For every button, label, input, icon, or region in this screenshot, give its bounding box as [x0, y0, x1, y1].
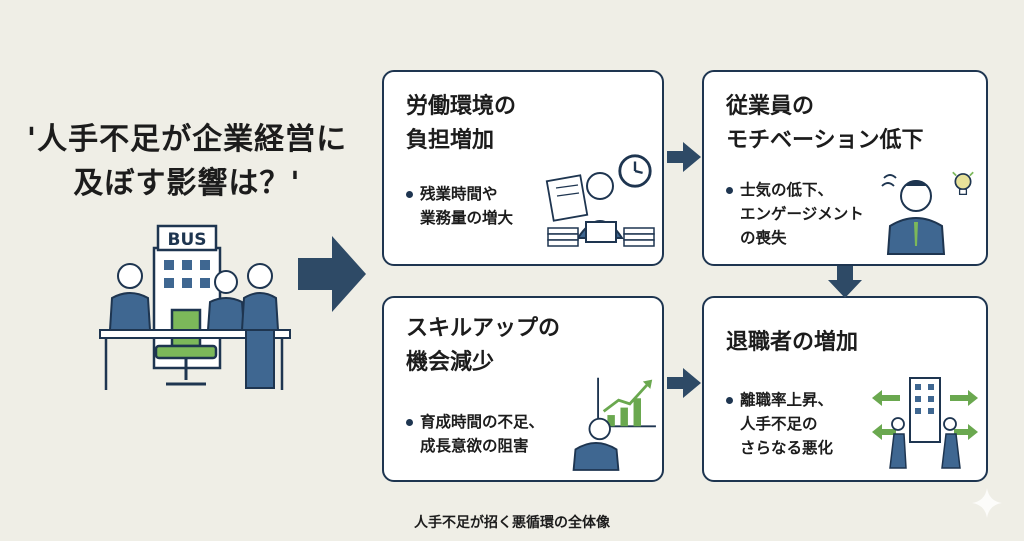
- card-skill-up: スキルアップの 機会減少 育成時間の不足、 成長意欲の阻害: [382, 296, 664, 482]
- card-title: スキルアップの 機会減少: [406, 316, 561, 375]
- office-scene-illustration: BUS: [99, 224, 291, 390]
- diagram-caption: 人手不足が招く悪循環の全体像: [414, 515, 610, 531]
- card-title: 退職者の増加: [726, 330, 859, 355]
- card-labor-burden: 労働環境の 負担増加 残業時間や 業務量の増大: [382, 70, 664, 266]
- sparkle-icon: [972, 488, 1002, 518]
- diagram-title: '人手不足が企業経営に 及ぼす影響は？': [26, 122, 348, 201]
- arrow-right-bottom-icon: [667, 368, 701, 398]
- arrow-down-icon: [828, 266, 862, 298]
- lightbulb-icon: [952, 171, 974, 195]
- thinking-employee-icon: [572, 417, 620, 471]
- main-flow-arrow-icon: [298, 236, 366, 312]
- desk-icon: [99, 329, 291, 390]
- leaving-employees-icon: [872, 377, 978, 469]
- card-bullet: 離職率上昇、 人手不足の さらなる悪化: [724, 388, 833, 460]
- card-bullet: 残業時間や 業務量の増大: [404, 182, 513, 230]
- card-motivation: 従業員の モチベーション低下 士気の低下、 エンゲージメント の喪失: [702, 70, 988, 266]
- card-resignation: 退職者の増加 離職率上昇、 人手不足の さらなる悪化: [702, 296, 988, 482]
- overworked-person-icon: [545, 172, 655, 247]
- business-people-icon: [108, 263, 280, 389]
- card-title: 労働環境の 負担増加: [406, 94, 517, 153]
- worried-employee-icon: [881, 174, 946, 255]
- paper-stack-icon: [547, 227, 655, 247]
- card-bullet: 士気の低下、 エンゲージメント の喪失: [724, 178, 864, 250]
- arrow-right-top-icon: [667, 142, 701, 172]
- clock-icon: [618, 154, 652, 188]
- card-bullet: 育成時間の不足、 成長意欲の阻害: [404, 410, 544, 458]
- building-sign: BUS: [167, 230, 206, 250]
- card-title: 従業員の モチベーション低下: [726, 94, 924, 153]
